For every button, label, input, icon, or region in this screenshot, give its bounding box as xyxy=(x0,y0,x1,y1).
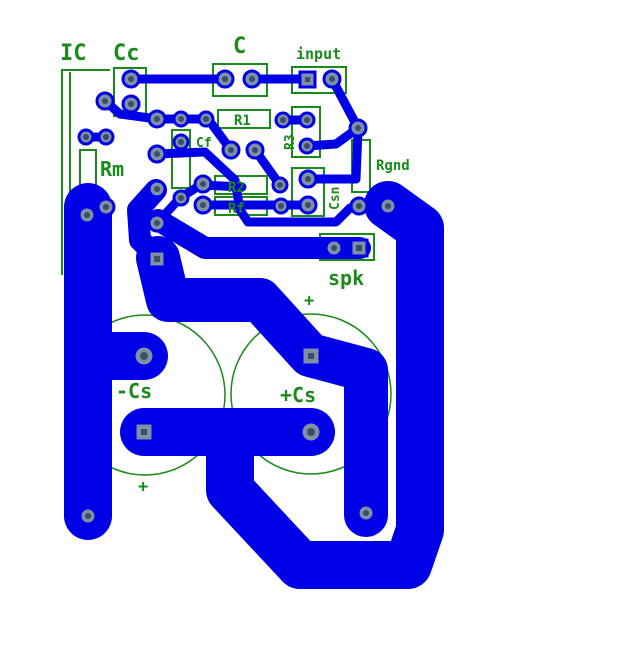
label-c: C xyxy=(233,34,246,59)
pads-layer xyxy=(77,69,398,526)
square-pad xyxy=(349,238,369,258)
pad xyxy=(245,140,265,160)
ic-outline xyxy=(61,69,110,275)
pad xyxy=(95,91,115,111)
pad xyxy=(121,69,141,89)
square-pad xyxy=(298,70,317,89)
pad xyxy=(324,238,344,258)
label-ic: IC xyxy=(60,41,87,66)
pad xyxy=(147,213,167,233)
trace-pos-rail xyxy=(136,236,388,537)
pad xyxy=(322,69,342,89)
copper-layer xyxy=(64,74,444,589)
labels-layer: IC Cc C input R1 Rm Cf Rgnd R2 Rf Csn R3… xyxy=(60,34,410,497)
pad xyxy=(271,176,289,194)
label-plus-upper: + xyxy=(304,291,314,311)
pad xyxy=(172,133,190,151)
label-r2: R2 xyxy=(228,180,245,196)
trace-gnd-return xyxy=(206,181,444,589)
r1-outline xyxy=(217,109,271,129)
pad xyxy=(298,137,316,155)
pad xyxy=(193,174,213,194)
pad xyxy=(121,94,141,114)
label-plus-lower: + xyxy=(138,477,148,497)
label-cf: Cf xyxy=(196,136,212,151)
pad xyxy=(77,205,97,225)
pad xyxy=(349,196,369,216)
csn-outline xyxy=(291,167,325,217)
pad xyxy=(299,420,323,444)
pad xyxy=(147,144,167,164)
pad xyxy=(215,69,235,89)
pad xyxy=(147,179,167,199)
pad xyxy=(298,111,316,129)
trace-csn xyxy=(303,125,363,184)
pad xyxy=(272,197,290,215)
label-cc: Cc xyxy=(113,41,140,66)
pad xyxy=(197,110,215,128)
pad xyxy=(348,118,368,138)
square-pad xyxy=(147,249,167,269)
pad xyxy=(378,196,398,216)
label-r3: R3 xyxy=(283,134,298,150)
pad xyxy=(77,128,95,146)
pos-cs-outline xyxy=(230,313,392,475)
pad xyxy=(147,109,167,129)
pad xyxy=(298,195,318,215)
pad xyxy=(298,169,318,189)
label-input: input xyxy=(296,45,341,63)
pad xyxy=(96,197,116,217)
pad xyxy=(356,503,376,523)
square-pad xyxy=(300,345,322,367)
label-rf: Rf xyxy=(228,201,245,217)
label-rgnd: Rgnd xyxy=(376,158,410,174)
trace-ic-output xyxy=(147,209,345,259)
r3-outline xyxy=(291,106,321,158)
cf-outline xyxy=(171,129,191,189)
label-neg-cs: -Cs xyxy=(116,379,152,403)
pad xyxy=(78,506,98,526)
pad xyxy=(274,111,292,129)
pad xyxy=(172,110,190,128)
pad xyxy=(193,195,213,215)
pad xyxy=(242,69,262,89)
label-csn: Csn xyxy=(328,187,343,210)
pad xyxy=(132,344,156,368)
label-spk: spk xyxy=(328,266,364,290)
square-pad xyxy=(133,421,155,443)
trace-cf-top xyxy=(152,147,355,227)
label-pos-cs: +Cs xyxy=(280,383,316,407)
label-r1: R1 xyxy=(234,113,251,129)
pad xyxy=(221,140,241,160)
label-rm: Rm xyxy=(100,157,124,181)
trace-input-r3 xyxy=(302,74,363,151)
pad xyxy=(97,128,115,146)
pad xyxy=(172,189,190,207)
